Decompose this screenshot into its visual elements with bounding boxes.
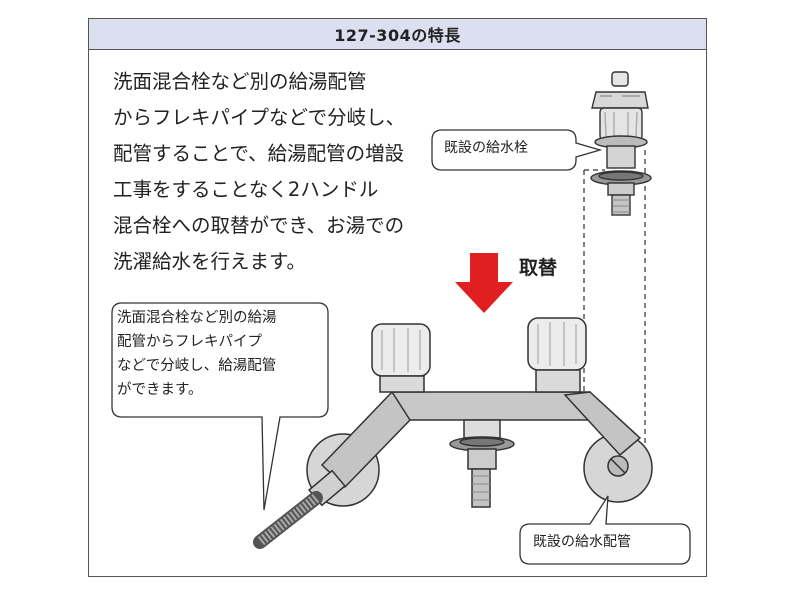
replace-arrow-icon bbox=[455, 253, 513, 313]
replace-label: 取替 bbox=[519, 257, 558, 279]
two-handle-faucet-icon bbox=[253, 317, 653, 549]
existing-faucet-icon bbox=[590, 71, 652, 216]
existing-pipe-label: 既設の給水配管 bbox=[533, 531, 631, 551]
callout-line: などで分岐し、給湯配管 bbox=[117, 358, 277, 374]
existing-faucet-label: 既設の給水栓 bbox=[444, 137, 528, 157]
panel-title: 127-304の特長 bbox=[334, 26, 461, 45]
description-line: 混合栓への取替ができ、お湯での bbox=[113, 214, 405, 237]
callout-line: ができます。 bbox=[117, 382, 203, 398]
existing-pipe-text: 既設の給水配管 bbox=[533, 534, 631, 550]
description-line: 配管することで、給湯配管の増設 bbox=[113, 142, 405, 165]
description-line: からフレキパイプなどで分岐し、 bbox=[113, 106, 406, 129]
callout-line: 洗面混合栓など別の給湯 bbox=[117, 310, 277, 326]
description-line: 工事をすることなく2ハンドル bbox=[113, 178, 379, 201]
feature-description: 洗面混合栓など別の給湯配管 からフレキパイプなどで分岐し、 配管することで、給湯… bbox=[113, 64, 443, 280]
existing-pipe-callout-bubble bbox=[519, 495, 691, 565]
existing-faucet-text: 既設の給水栓 bbox=[444, 140, 528, 156]
description-line: 洗濯給水を行えます。 bbox=[113, 250, 307, 273]
description-line: 洗面混合栓など別の給湯配管 bbox=[113, 70, 367, 93]
callout-line: 配管からフレキパイプ bbox=[117, 334, 262, 350]
branch-callout-text: 洗面混合栓など別の給湯 配管からフレキパイプ などで分岐し、給湯配管 ができます… bbox=[117, 306, 277, 402]
panel-header: 127-304の特長 bbox=[89, 19, 706, 50]
